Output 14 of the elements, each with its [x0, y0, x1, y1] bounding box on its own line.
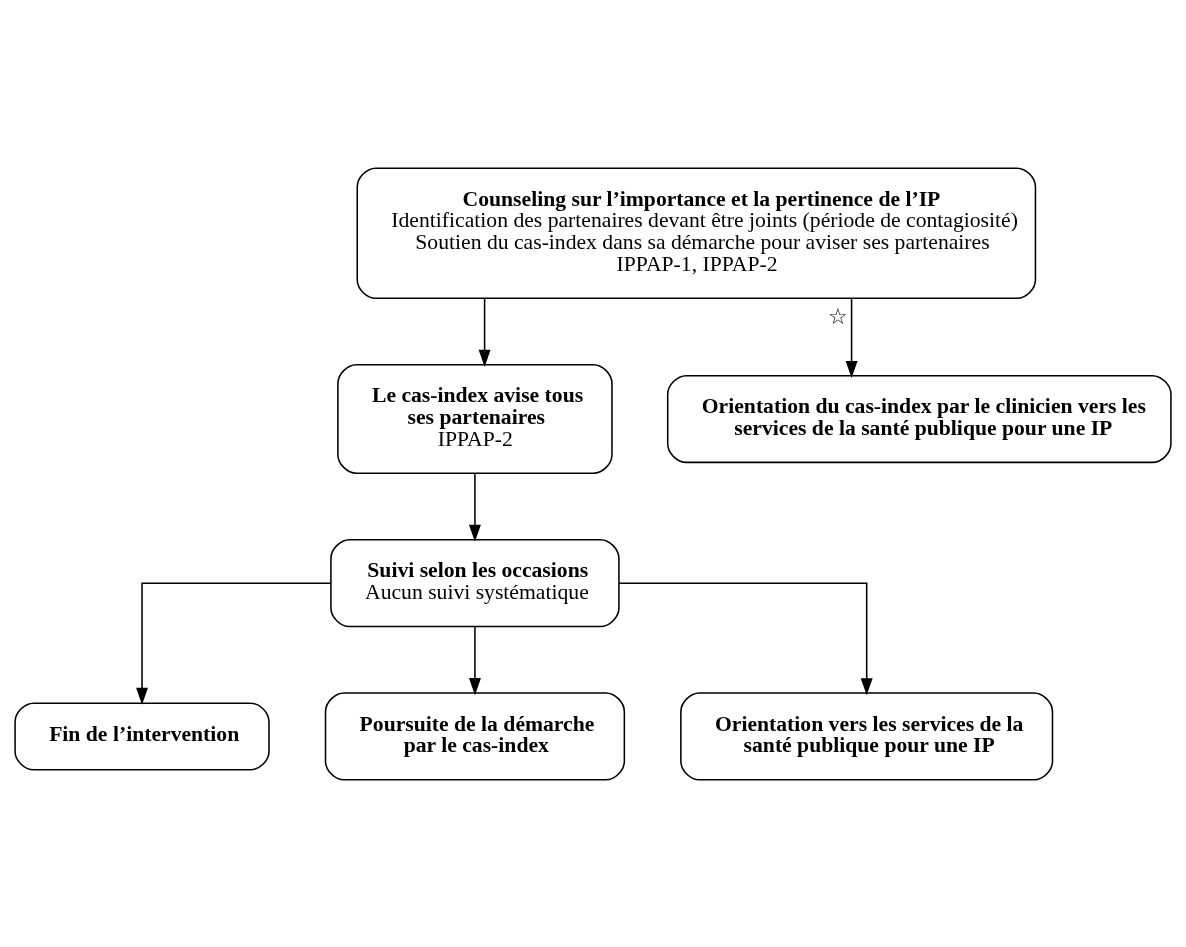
node-box: Le cas-index avise tous ses partenaires IPPAP-2 [337, 363, 613, 474]
arrow [618, 581, 873, 695]
node-box: Fin de l’intervention [14, 701, 270, 770]
node-box: Orientation vers les services de la santé publique pour une IP [680, 691, 1054, 781]
arrow [845, 297, 858, 378]
arrow [468, 471, 481, 542]
arrow [136, 581, 332, 705]
node-box: Orientation du cas-index par le clinicien vers les services de la santé publique pour une IP [666, 374, 1172, 463]
arrow [478, 297, 491, 367]
node-box: Counseling sur l’importance et la pertinence de l’IP Identification des partenaires devant être joints (période de contagiosité) Soutien du cas-index dans sa démarche pour aviser ses partenaires IPPAP-1, IPPAP-2 [356, 166, 1037, 299]
arrow [468, 625, 481, 695]
node-box: Suivi selon les occasions Aucun suivi systématique [330, 538, 620, 627]
edge-label: ☆ [828, 304, 849, 329]
node-box: Poursuite de la démarche par le cas-index [324, 691, 626, 781]
